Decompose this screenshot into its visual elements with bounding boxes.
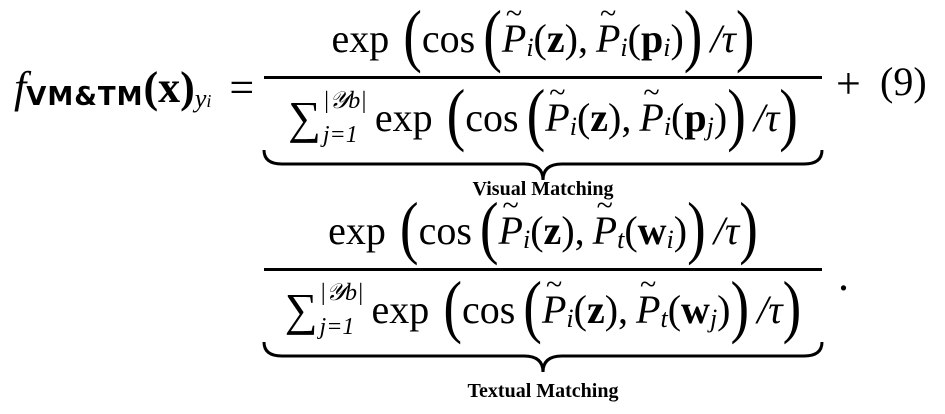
textual-matching-fraction: exp ( cos ( Pi(z), Pt(wi) ) /τ ) ∑ |𝒴b| …: [258, 189, 828, 347]
visual-matching-fraction-bar: [264, 76, 822, 79]
visual-matching-numerator: exp ( cos ( Pii(z), Pi(pi) ) /τ ): [258, 0, 828, 76]
sum-symbol: ∑: [284, 283, 318, 335]
sum-symbol: ∑: [288, 91, 321, 143]
function-argument: (x): [143, 62, 195, 112]
function-subscript: VM&TM: [26, 82, 144, 112]
equation-lhs: f VM&TM (x) yi =: [14, 52, 254, 122]
function-output-subscript: yi: [194, 84, 212, 113]
textual-matching-fraction-bar: [264, 268, 822, 271]
visual-matching-underbrace: [262, 149, 824, 181]
visual-matching-fraction: exp ( cos ( Pii(z), Pi(pi) ) /τ ) ∑ |𝒴b|…: [258, 0, 828, 155]
equation-number: (9): [880, 59, 927, 104]
plus-sign: +: [836, 59, 861, 108]
textual-matching-label: Textual Matching: [467, 380, 619, 402]
visual-matching-denominator: ∑ |𝒴b| j=1 exp ( cos ( Pi(z), Pi(pj) ) /…: [258, 76, 828, 155]
function-symbol: f: [14, 62, 27, 112]
textual-matching-numerator: exp ( cos ( Pi(z), Pt(wi) ) /τ ): [258, 189, 828, 268]
textual-matching-denominator: ∑ |𝒴b| j=1 exp ( cos ( Pi(z), Pt(wj) ) /…: [258, 268, 828, 347]
period: .: [838, 251, 849, 300]
equals-sign: =: [229, 62, 255, 112]
textual-matching-underbrace: [262, 341, 824, 373]
